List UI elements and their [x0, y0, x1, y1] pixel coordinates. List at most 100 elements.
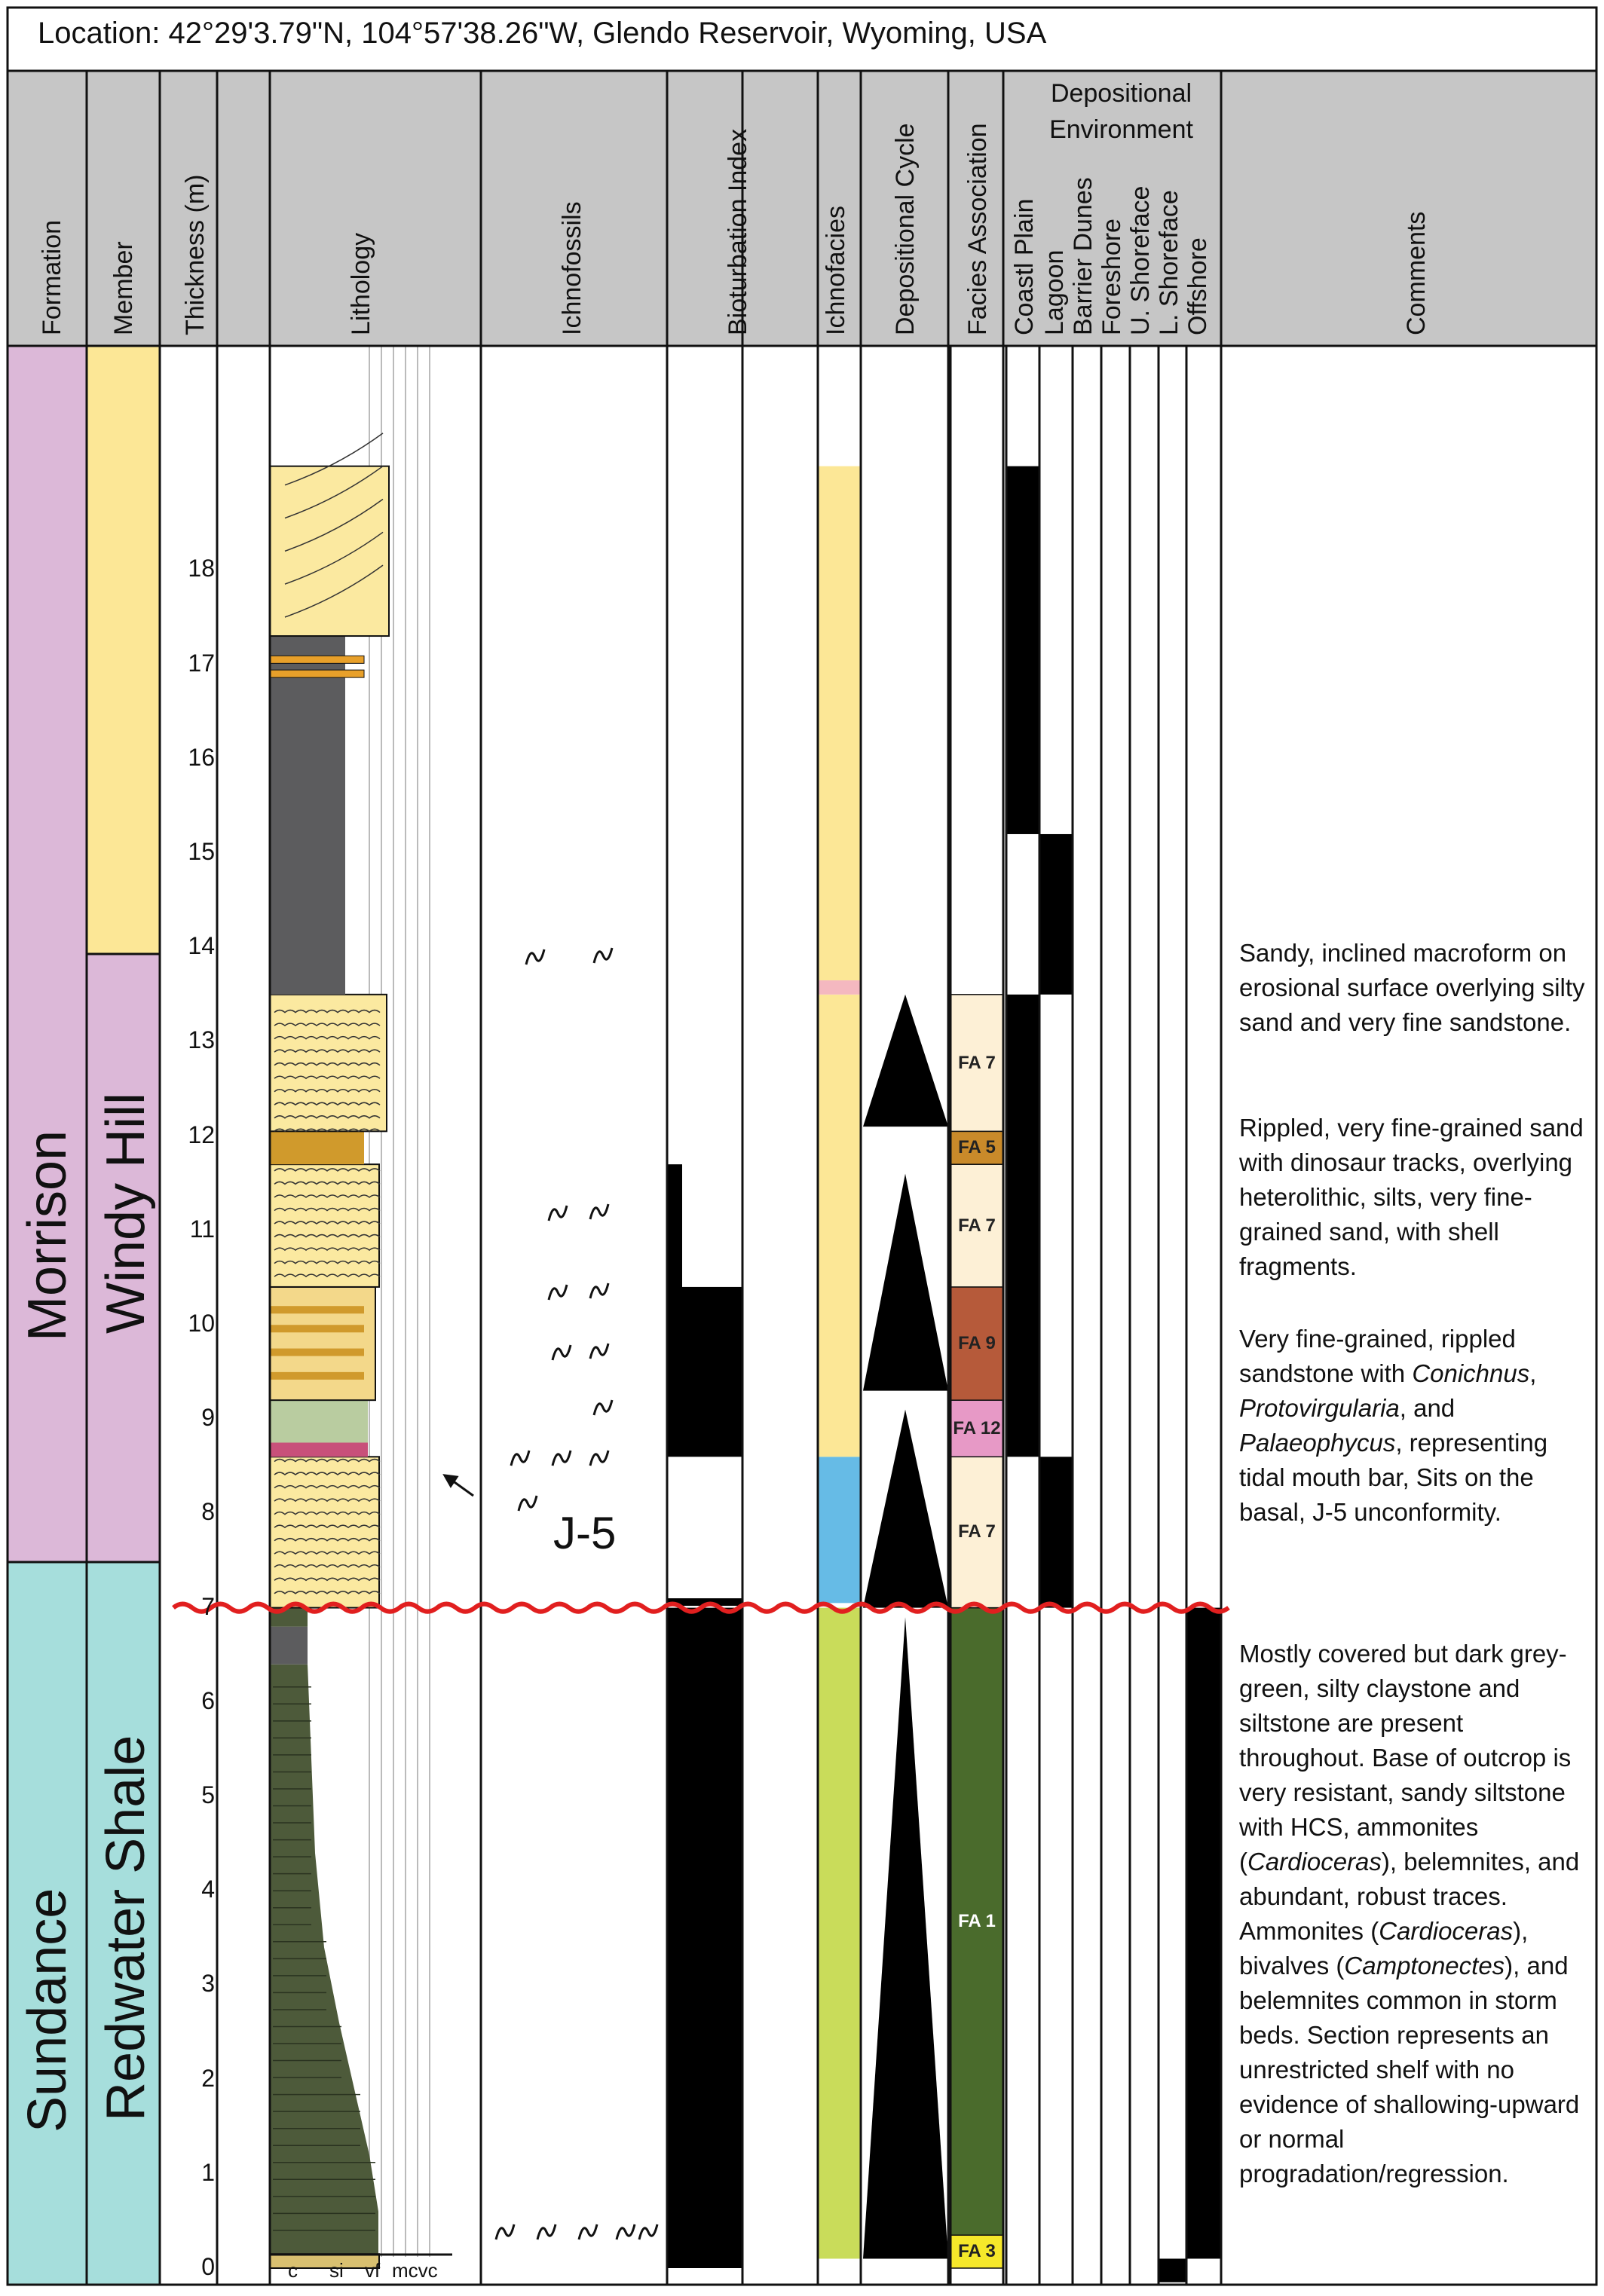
header-env-offshore: Offshore — [1183, 237, 1212, 335]
ichnofossil-glyph — [638, 2224, 659, 2240]
thickness-tick: 10 — [188, 1310, 215, 1337]
cross-bed — [284, 433, 384, 486]
cycle-2 — [863, 1173, 948, 1391]
cross-bed — [284, 531, 384, 585]
comment-rippled-sand: Rippled, very fine-grained sand with din… — [1239, 1114, 1584, 1280]
cross-bed — [284, 466, 384, 519]
ripple-lamination — [274, 1484, 381, 1489]
member-redwater-shale-label: Redwater Shale — [96, 1735, 156, 2121]
formation-sundance-fill — [8, 1562, 87, 2285]
ripple-lamination — [274, 1221, 381, 1225]
header-env-barrier-dunes: Barrier Dunes — [1069, 177, 1097, 335]
ripple-lamination — [274, 1049, 381, 1053]
ichnofossil-glyph — [589, 1450, 610, 1466]
thickness-tick: 11 — [189, 1215, 215, 1243]
thickness-tick: 7 — [201, 1592, 215, 1620]
header-bioturbation: Bioturbation Index — [724, 128, 752, 335]
header-env-u-shoreface: U. Shoreface — [1126, 185, 1155, 335]
member-redwater-fill — [87, 1562, 160, 2285]
thickness-tick: 8 — [201, 1498, 215, 1526]
member-windyhill-lower-fill — [87, 954, 160, 1562]
ichnofossil-glyph — [525, 949, 546, 965]
body-frame — [6, 344, 1598, 2286]
j5-unconformity-line — [172, 1601, 1230, 1614]
env-offshore — [1186, 1607, 1221, 2259]
ichnofossil-glyph — [615, 2224, 636, 2240]
ripple-lamination — [274, 1247, 381, 1252]
ichnofossil-glyph — [517, 1495, 538, 1512]
facies-label: FA 7 — [958, 1215, 996, 1236]
facies-block — [950, 1163, 1004, 1288]
facies-label: FA 7 — [958, 1521, 996, 1542]
comment-redwater-shelf: Mostly covered but dark grey-green, silt… — [1239, 1640, 1580, 2187]
covered-interval — [270, 1626, 308, 1665]
ichnofossil-glyph — [551, 1450, 572, 1466]
ripple-lamination — [274, 1062, 381, 1066]
lithology-column — [269, 346, 430, 2269]
ripple-lamination — [274, 1551, 381, 1555]
header-lithology: Lithology — [347, 232, 375, 335]
grey-mudstone — [270, 636, 345, 995]
ichnofacies-pink — [818, 980, 861, 995]
shell-bed — [270, 1325, 364, 1333]
formation-morrison-label: Morrison — [17, 1130, 78, 1341]
shell-bed — [270, 1371, 364, 1380]
member-windy-hill-label: Windy Hill — [96, 1092, 156, 1334]
facies-block — [950, 1130, 1004, 1165]
facies-label: FA 12 — [953, 1417, 1001, 1438]
ripple-lamination — [274, 1023, 381, 1027]
ichnofacies-blue — [818, 1457, 861, 1604]
env-coastal-plain — [1006, 466, 1039, 834]
ripple-lamination — [274, 1577, 381, 1582]
bioturbation-column — [667, 1164, 742, 2268]
env-lagoon — [1039, 833, 1073, 995]
grain-size-clay: c — [288, 2259, 298, 2282]
ichnofossil-glyph — [551, 1344, 572, 1361]
ripple-lamination — [274, 1458, 381, 1463]
thickness-tick: 3 — [201, 1970, 215, 1998]
facies-association-column — [950, 994, 1004, 2269]
header-env-coastal-plain: Coastl Plain — [1010, 198, 1039, 335]
cycle-3 — [863, 994, 948, 1127]
thickness-tick: 9 — [201, 1404, 215, 1432]
cycle-1 — [863, 1409, 948, 1608]
formation-sundance-label: Sundance — [17, 1888, 78, 2132]
depositional-cycle-column — [863, 994, 948, 2259]
ripple-lamination — [274, 1498, 381, 1503]
member-windyhill-upper-fill — [87, 346, 160, 954]
facies-label: FA 3 — [958, 2241, 996, 2262]
j5-unconformity-label: J-5 — [553, 1508, 617, 1558]
thickness-tick: 2 — [201, 2064, 215, 2092]
ichnofossil-glyph — [592, 1399, 614, 1416]
ripple-lamination — [274, 1181, 381, 1185]
cross-bed — [284, 498, 384, 552]
ichnofacies-yellow — [818, 994, 861, 1457]
ichnofacies-yellow-top — [818, 466, 861, 981]
ripple-lamination — [274, 1075, 381, 1080]
ripple-lamination — [274, 1009, 381, 1013]
thickness-tick: 16 — [188, 743, 215, 771]
header-depositional-environment: Depositional Environment — [1049, 79, 1193, 144]
ichnofossil-symbols — [494, 947, 659, 2240]
ripple-lamination — [274, 1537, 381, 1542]
grain-size-very-fine: vf — [365, 2259, 381, 2282]
thickness-tick: 5 — [201, 1781, 215, 1808]
header-ichnofossils: Ichnofossils — [558, 201, 586, 335]
ripple-lamination — [274, 1511, 381, 1515]
ripple-lamination — [274, 1591, 381, 1594]
facies-block — [950, 994, 1004, 1133]
red-band — [270, 1442, 368, 1457]
cycle-redwater — [863, 1617, 948, 2259]
header-env-foreshore: Foreshore — [1097, 219, 1126, 335]
header-depositional-cycle: Depositional Cycle — [891, 123, 920, 335]
inclined-macroform — [269, 993, 387, 1133]
ripple-lamination — [274, 1524, 381, 1529]
bi-high — [667, 1286, 742, 1457]
grain-size-silt: si — [329, 2259, 344, 2282]
location-bar — [6, 6, 1598, 72]
facies-label: FA 5 — [958, 1137, 996, 1158]
ripple-lamination — [274, 1128, 381, 1133]
thickness-tick: 14 — [188, 932, 215, 960]
